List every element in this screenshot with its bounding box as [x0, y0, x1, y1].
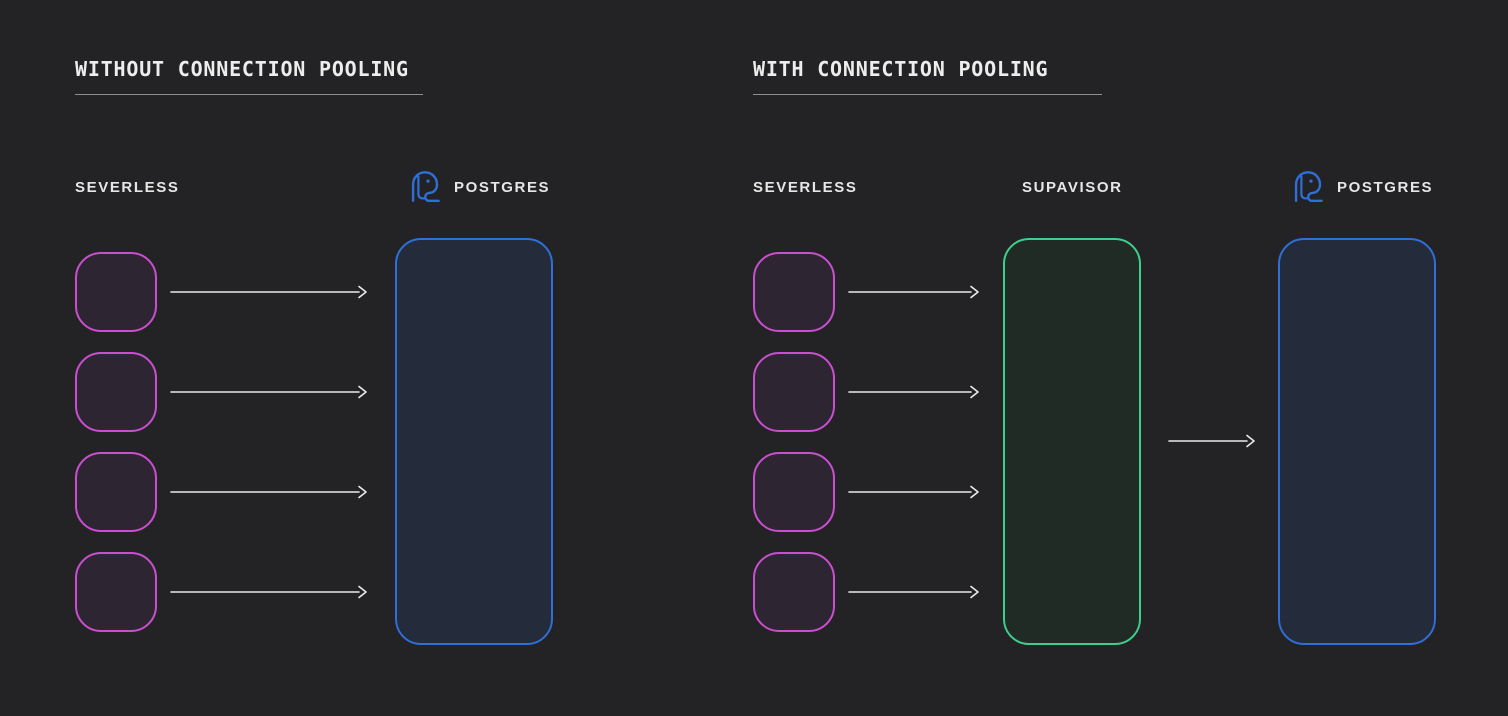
connection-arrow — [170, 385, 367, 399]
panel-title-underlined: WITH CONNECTION POOLING — [753, 57, 1102, 95]
elephant-eye — [426, 179, 430, 183]
serverless-client-box — [753, 552, 835, 632]
postgres-elephant-icon — [1294, 171, 1323, 203]
serverless-client-box — [753, 352, 835, 432]
postgres-column-header: POSTGRES — [403, 168, 550, 206]
connection-arrow — [848, 285, 979, 299]
connection-arrow — [170, 285, 367, 299]
panel-with-pooling: WITH CONNECTION POOLING SEVERLESS SUPAVI… — [753, 0, 1443, 716]
connection-arrow — [170, 585, 367, 599]
serverless-client-box — [75, 452, 157, 532]
postgres-column-label: POSTGRES — [1337, 178, 1434, 196]
postgres-database-box — [395, 238, 553, 645]
pooler-to-db-arrow — [1168, 434, 1255, 448]
serverless-client-box — [753, 252, 835, 332]
postgres-column-label: POSTGRES — [454, 178, 551, 196]
connection-arrow — [848, 585, 979, 599]
serverless-client-box — [75, 252, 157, 332]
postgres-database-box — [1278, 238, 1436, 645]
panel-title-underlined: WITHOUT CONNECTION POOLING — [75, 57, 423, 95]
serverless-client-box — [753, 452, 835, 532]
postgres-column-header: POSTGRES — [1286, 168, 1433, 206]
panel-without-pooling: WITHOUT CONNECTION POOLING SEVERLESS POS… — [75, 0, 755, 716]
panel-title: WITHOUT CONNECTION POOLING — [75, 57, 409, 81]
serverless-column-label: SEVERLESS — [753, 179, 858, 196]
serverless-client-list — [75, 252, 157, 632]
elephant-eye — [1309, 179, 1313, 183]
supavisor-pooler-box — [1003, 238, 1141, 645]
serverless-client-box — [75, 552, 157, 632]
connection-arrow — [170, 485, 367, 499]
postgres-elephant-icon — [411, 171, 440, 203]
panel-title: WITH CONNECTION POOLING — [753, 57, 1049, 81]
serverless-client-box — [75, 352, 157, 432]
serverless-column-label: SEVERLESS — [75, 179, 180, 196]
supavisor-column-label: SUPAVISOR — [1022, 179, 1123, 196]
serverless-client-list — [753, 252, 835, 632]
connection-arrow — [848, 385, 979, 399]
connection-arrow — [848, 485, 979, 499]
